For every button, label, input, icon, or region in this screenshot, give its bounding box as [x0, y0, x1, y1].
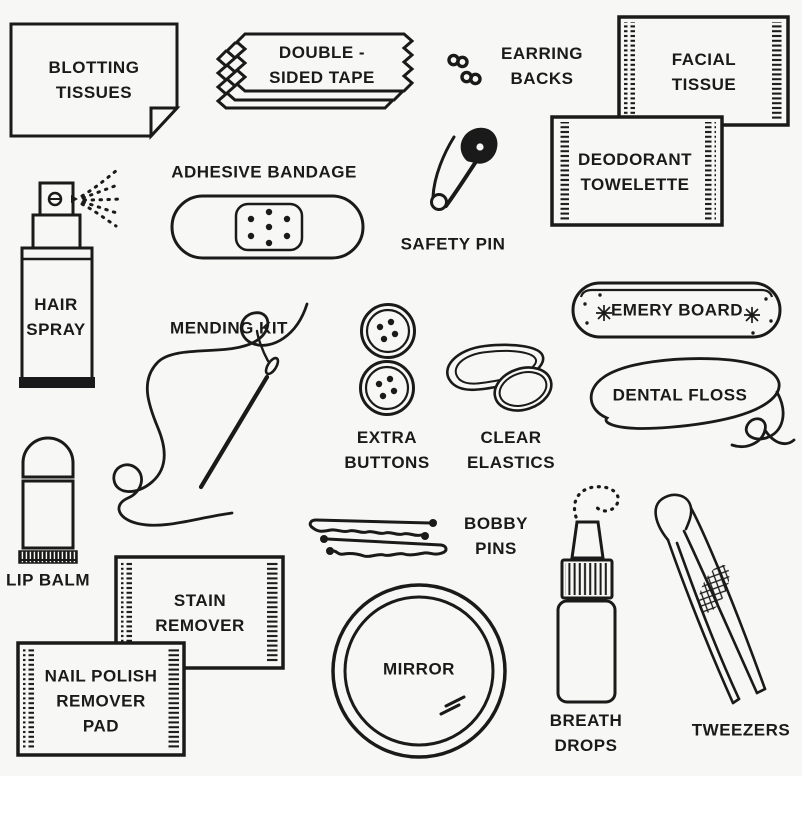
emery-board-label: EMERY BOARD	[610, 300, 744, 320]
adhesive-bandage-label: ADHESIVE BANDAGE	[171, 162, 357, 182]
towelette-packet-icon	[550, 115, 724, 227]
buttons-icon	[359, 303, 416, 416]
earring-backs-label: EARRING BACKS	[501, 44, 583, 88]
spray-bottle-icon	[19, 168, 124, 388]
safety-pin-label: SAFETY PIN	[400, 234, 506, 254]
kit-artwork	[9, 15, 796, 759]
safety-pin-icon	[430, 127, 498, 211]
tape-strips-icon	[215, 32, 415, 110]
hair-spray-label: HAIR SPRAY	[26, 295, 86, 339]
tweezers-icon	[654, 493, 767, 705]
nail-polish-remover-pad-label: NAIL POLISH REMOVER PAD	[44, 666, 158, 736]
bobby-pins-icon	[308, 518, 448, 558]
dental-floss-label: DENTAL FLOSS	[612, 385, 748, 405]
double-sided-tape-label: DOUBLE - SIDED TAPE	[269, 43, 375, 87]
facial-tissue-label: FACIAL TISSUE	[671, 50, 737, 94]
earring-back-clasps-icon	[447, 53, 482, 86]
compact-mirror-icon	[331, 583, 507, 759]
breath-drops-label: BREATH DROPS	[549, 711, 623, 755]
bobby-pins-label: BOBBY PINS	[464, 514, 528, 558]
lip-balm-label: LIP BALM	[6, 570, 90, 590]
lip-balm-tube-icon	[18, 436, 78, 564]
deodorant-towelette-label: DEODORANT TOWELETTE	[577, 150, 693, 194]
floss-loop-icon	[589, 357, 796, 448]
dropper-bottle-icon	[556, 485, 620, 704]
clear-elastics-label: CLEAR ELASTICS	[466, 428, 556, 472]
needle-and-thread-icon	[112, 302, 309, 527]
page-background-strip	[0, 776, 802, 824]
mending-kit-label: MENDING KIT	[170, 318, 288, 338]
extra-buttons-label: EXTRA BUTTONS	[344, 428, 430, 472]
remover-pad-packet-icon	[16, 641, 186, 757]
tweezers-label: TWEEZERS	[691, 720, 791, 740]
elastic-bands-icon	[446, 343, 553, 412]
tissue-packet-icon	[617, 15, 790, 127]
folded-tissue-sheet-icon	[9, 22, 181, 140]
mirror-label: MIRROR	[383, 659, 455, 679]
stain-remover-label: STAIN REMOVER	[155, 591, 245, 635]
emery-board-icon	[571, 281, 782, 339]
blotting-tissues-label: BLOTTING TISSUES	[48, 58, 140, 102]
bandage-icon	[170, 194, 365, 260]
